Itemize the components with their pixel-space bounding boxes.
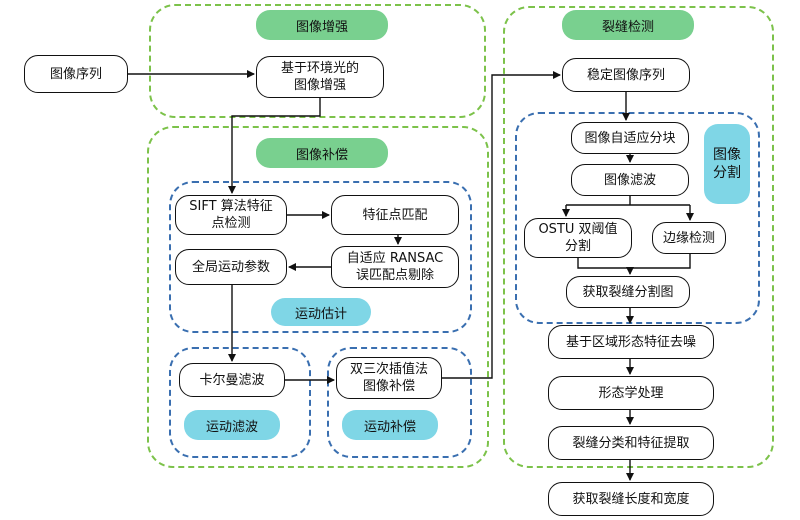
node-bicubic-compensation: 双三次插值法 图像补偿 [336, 357, 442, 399]
node-crack-length-width: 获取裂缝长度和宽度 [548, 482, 714, 516]
node-region-denoise: 基于区域形态特征去噪 [548, 325, 714, 359]
node-otsu-threshold: OSTU 双阈值 分割 [524, 218, 632, 258]
node-stable-sequence: 稳定图像序列 [562, 58, 690, 92]
node-ransac-removal: 自适应 RANSAC 误匹配点剔除 [331, 246, 459, 288]
region-title-detection: 裂缝检测 [562, 10, 694, 40]
label-image-segmentation: 图像 分割 [704, 124, 750, 204]
node-crack-segmentation-map: 获取裂缝分割图 [566, 276, 690, 308]
node-global-motion: 全局运动参数 [175, 249, 287, 285]
node-adaptive-block: 图像自适应分块 [571, 122, 689, 154]
subregion-motion-filtering [169, 347, 311, 458]
node-morphology: 形态学处理 [548, 376, 714, 410]
label-motion-estimation: 运动估计 [271, 298, 371, 326]
node-sift-detection: SIFT 算法特征 点检测 [175, 195, 287, 235]
node-feature-matching: 特征点匹配 [331, 195, 459, 235]
node-image-filtering: 图像滤波 [571, 164, 689, 196]
region-title-compensation: 图像补偿 [256, 138, 388, 168]
label-motion-compensation: 运动补偿 [342, 410, 438, 440]
node-ambient-light-enhancement: 基于环境光的 图像增强 [256, 56, 384, 98]
subregion-motion-compensation [327, 347, 472, 458]
region-title-enhancement: 图像增强 [256, 10, 388, 40]
node-edge-detection: 边缘检测 [652, 222, 726, 254]
node-crack-classification: 裂缝分类和特征提取 [548, 426, 714, 460]
label-motion-filtering: 运动滤波 [184, 410, 280, 440]
node-image-sequence: 图像序列 [24, 55, 128, 93]
node-kalman-filter: 卡尔曼滤波 [179, 363, 285, 397]
